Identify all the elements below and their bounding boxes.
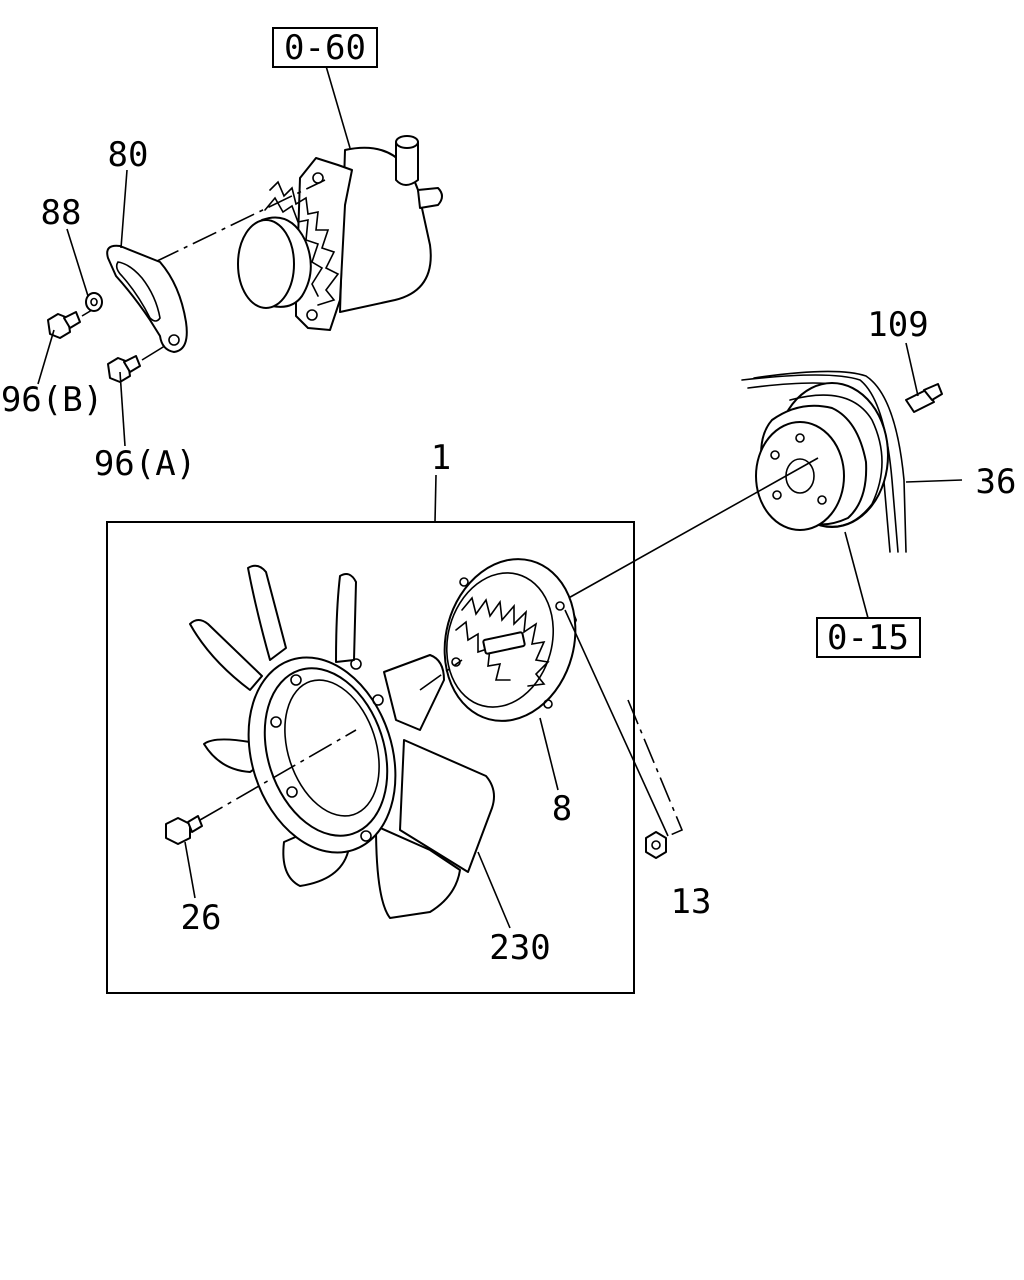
callout-nut: 13 — [671, 882, 712, 922]
water-pump-pulley-drawing — [741, 370, 907, 553]
nut-drawing — [645, 831, 667, 859]
callout-stud: 109 — [867, 305, 928, 345]
callout-washer: 88 — [41, 193, 82, 233]
bolt-b-drawing — [47, 309, 93, 339]
callout-bolt-b: 96(B) — [1, 380, 103, 420]
leader-lines — [37, 65, 963, 929]
callout-belt: 36 — [976, 462, 1017, 502]
washer-drawing — [85, 292, 103, 312]
fan-blade-drawing — [189, 564, 495, 919]
callout-fan-bolt: 26 — [181, 898, 222, 938]
callout-fan-blade: 230 — [489, 928, 550, 968]
callout-fan-assembly: 1 — [431, 438, 451, 478]
adjusting-bracket-drawing — [106, 244, 188, 353]
alternator-drawing — [154, 135, 443, 331]
stud-drawing — [905, 383, 943, 413]
reference-box-right: 0-15 — [816, 617, 921, 658]
fan-bolt-drawing — [165, 815, 203, 845]
reference-label-upper: 0-60 — [284, 28, 366, 68]
fan-clutch-drawing — [419, 558, 577, 722]
callout-bracket: 80 — [108, 135, 149, 175]
reference-box-upper: 0-60 — [272, 27, 378, 68]
callout-fan-clutch: 8 — [552, 789, 572, 829]
callout-bolt-a: 96(A) — [94, 444, 196, 484]
bolt-a-drawing — [107, 343, 169, 383]
fan-assembly-frame — [106, 521, 635, 994]
reference-label-right: 0-15 — [827, 618, 909, 658]
